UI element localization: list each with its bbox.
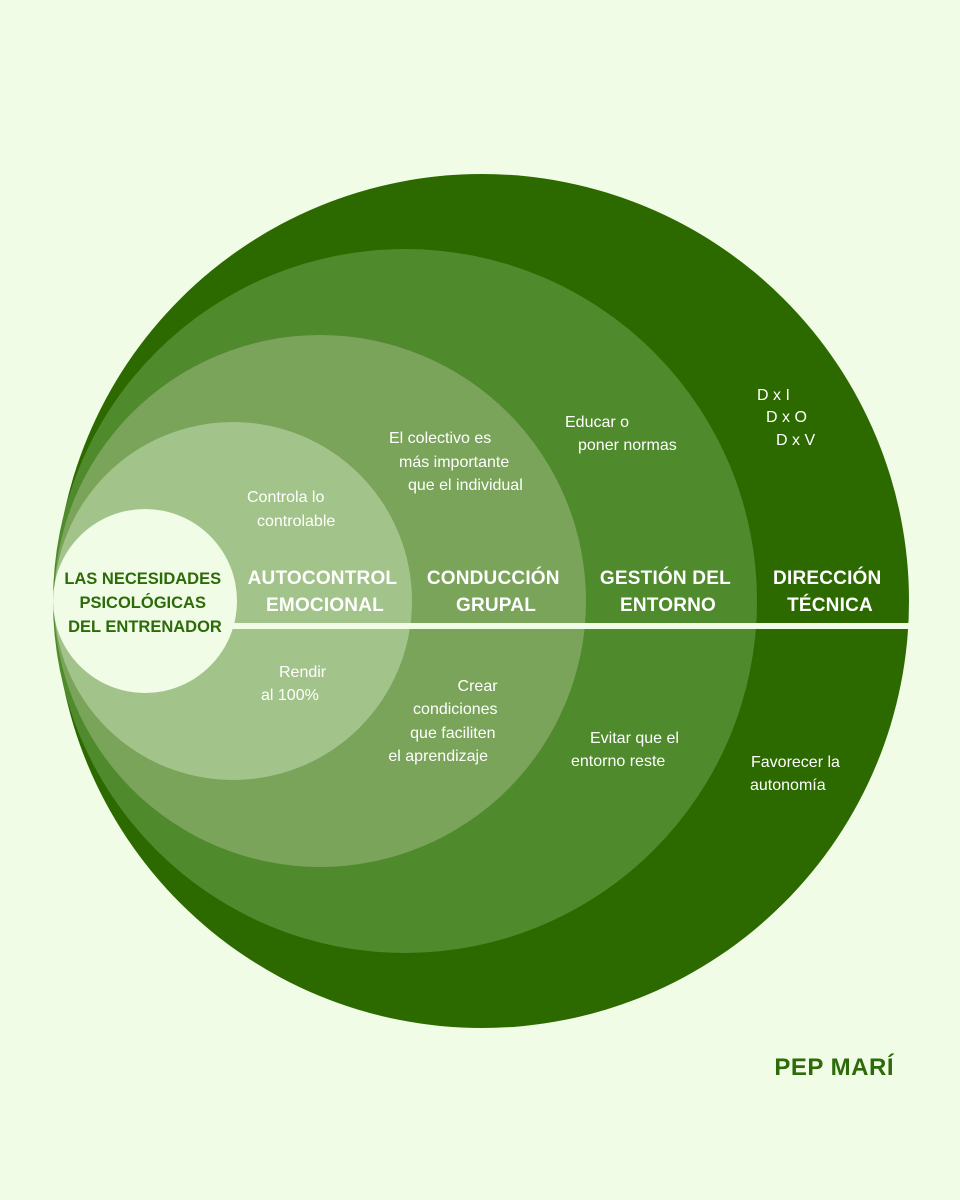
heading-direccion-line-2: TÉCNICA	[787, 594, 873, 616]
note-direccion-bottom: Favorecer la autonomía	[750, 754, 844, 794]
note-conduccion-top: El colectivo es más importante que el in…	[389, 430, 523, 494]
heading-conduccion-line-2: GRUPAL	[456, 595, 536, 616]
center-title-line-3: DEL ENTRENADOR	[68, 618, 222, 636]
heading-autocontrol-line-1: AUTOCONTROL	[248, 568, 398, 589]
note-conduccion-bottom-line-4: el aprendizaje	[388, 748, 488, 765]
note-conduccion-top-line-2: más importante	[399, 454, 509, 471]
center-circle	[53, 509, 237, 693]
note-conduccion-top-line-3: que el individual	[408, 477, 523, 494]
note-conduccion-bottom-line-3: que faciliten	[410, 725, 495, 742]
heading-autocontrol-line-2: EMOCIONAL	[266, 595, 384, 616]
note-autocontrol-bottom-line-2: al 100%	[261, 687, 319, 704]
center-title-line-1: LAS NECESIDADES	[64, 570, 221, 588]
center-title: LAS NECESIDADES PSICOLÓGICAS DEL ENTRENA…	[64, 570, 225, 636]
note-autocontrol-bottom-line-1: Rendir	[279, 664, 327, 681]
heading-direccion-line-1: DIRECCIÓN	[773, 567, 881, 589]
note-direccion-top: D x I D x O D x V	[757, 387, 815, 449]
note-gestion-top: Educar o poner normas	[565, 414, 677, 454]
note-direccion-top-line-3: D x V	[776, 432, 815, 449]
note-gestion-bottom-line-1: Evitar que el	[590, 730, 679, 747]
note-gestion-bottom: Evitar que el entorno reste	[571, 730, 683, 770]
heading-conduccion: CONDUCCIÓN GRUPAL	[427, 567, 565, 616]
note-direccion-top-line-2: D x O	[766, 409, 807, 426]
note-conduccion-bottom-line-1: Crear	[458, 678, 499, 695]
note-gestion-top-line-1: Educar o	[565, 414, 629, 431]
note-conduccion-bottom-line-2: condiciones	[413, 701, 498, 718]
heading-direccion: DIRECCIÓN TÉCNICA	[773, 567, 887, 616]
author-signature: PEP MARÍ	[774, 1054, 894, 1081]
note-autocontrol-top-line-2: controlable	[257, 513, 335, 530]
note-conduccion-bottom: Crear condiciones que faciliten el apren…	[388, 678, 502, 765]
note-gestion-bottom-line-2: entorno reste	[571, 753, 665, 770]
heading-conduccion-line-1: CONDUCCIÓN	[427, 567, 560, 589]
heading-gestion-line-1: GESTIÓN DEL	[600, 567, 731, 589]
note-gestion-top-line-2: poner normas	[578, 437, 677, 454]
note-autocontrol-bottom: Rendir al 100%	[261, 664, 331, 704]
note-direccion-bottom-line-1: Favorecer la	[751, 754, 840, 771]
note-autocontrol-top: Controla lo controlable	[247, 489, 335, 530]
note-direccion-bottom-line-2: autonomía	[750, 777, 826, 794]
heading-autocontrol: AUTOCONTROL EMOCIONAL	[248, 568, 403, 616]
note-direccion-top-line-1: D x I	[757, 387, 790, 404]
heading-gestion: GESTIÓN DEL ENTORNO	[600, 567, 736, 616]
horizontal-divider	[145, 623, 910, 629]
heading-gestion-line-2: ENTORNO	[620, 595, 716, 616]
note-autocontrol-top-line-1: Controla lo	[247, 489, 324, 506]
note-conduccion-top-line-1: El colectivo es	[389, 430, 491, 447]
center-title-line-2: PSICOLÓGICAS	[79, 593, 206, 612]
